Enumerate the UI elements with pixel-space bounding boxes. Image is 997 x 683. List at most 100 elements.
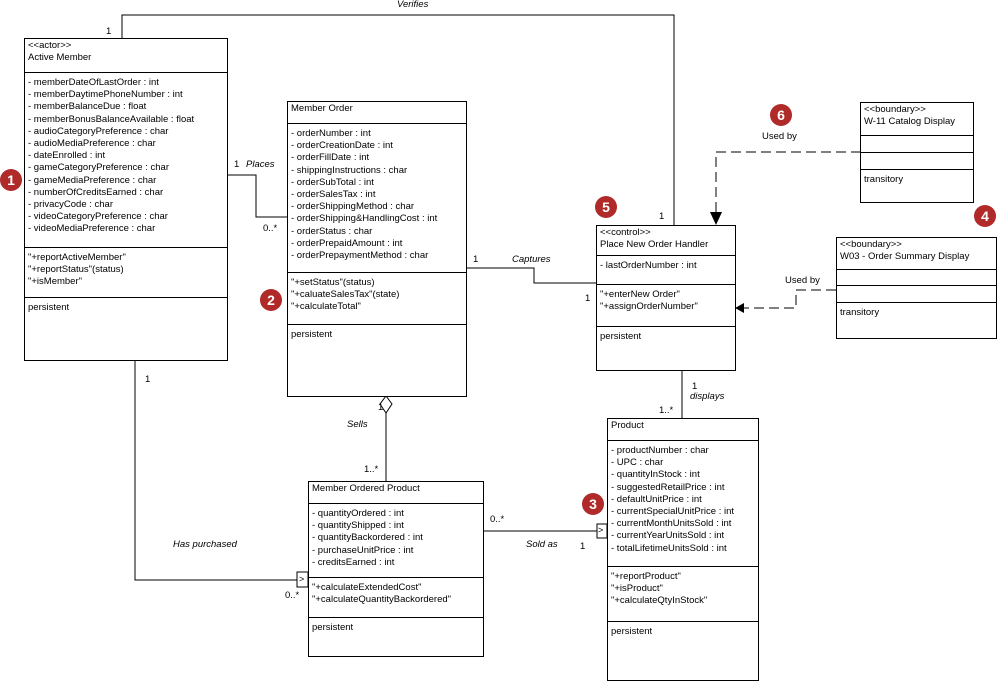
operations-compartment (837, 286, 996, 303)
class-header: Product (608, 419, 758, 441)
operations-compartment: "+enterNew Order""+assignOrderNumber" (597, 285, 735, 327)
class-header: <<actor>> Active Member (25, 39, 227, 73)
operations-compartment: "+reportProduct""+isProduct""+calculateQ… (608, 567, 758, 622)
attribute: - numberOfCreditsEarned : char (28, 186, 164, 198)
persistence-compartment: persistent (25, 298, 227, 314)
persistence-compartment: persistent (597, 327, 735, 343)
persistence: persistent (291, 329, 333, 340)
operation: "+assignOrderNumber" (600, 301, 698, 313)
class-active-member[interactable]: <<actor>> Active Member - memberDateOfLa… (24, 38, 228, 361)
persistence-compartment: transitory (837, 303, 996, 319)
attribute: - videoMediaPreference : char (28, 223, 156, 235)
callout-3: 3 (582, 493, 604, 515)
operation: "+reportStatus"(status) (28, 264, 124, 276)
aggregation-diamond (379, 395, 393, 414)
sold-as-multiplicity-ordered: 0..* (490, 514, 505, 525)
attribute: - audioMediaPreference : char (28, 138, 156, 150)
has-purchased-multiplicity-member: 1 (145, 374, 151, 385)
places-multiplicity-member: 1 (234, 159, 240, 170)
class-header: <<boundary>> W03 - Order Summary Display (837, 238, 996, 270)
sells-multiplicity-order: 1 (378, 402, 384, 413)
used-by-catalog-label: Used by (762, 131, 797, 142)
operation: "+enterNew Order" (600, 289, 680, 300)
attribute: - orderPrepaymentMethod : char (291, 250, 429, 262)
operation: "+calculateTotal" (291, 301, 361, 313)
class-member-order[interactable]: Member Order - orderNumber : int- orderC… (287, 101, 467, 397)
stereotype: <<boundary>> (840, 239, 902, 250)
captures-label: Captures (512, 254, 551, 265)
attributes-compartment: - orderNumber : int- orderCreationDate :… (288, 124, 466, 273)
class-catalog-display[interactable]: <<boundary>> W-11 Catalog Display transi… (860, 102, 974, 203)
class-order-summary-display[interactable]: <<boundary>> W03 - Order Summary Display… (836, 237, 997, 339)
operation: "+calculateQtyInStock" (611, 595, 708, 607)
class-member-ordered-product[interactable]: Member Ordered Product - quantityOrdered… (308, 481, 484, 657)
attributes-compartment (837, 270, 996, 286)
captures-multiplicity-order: 1 (473, 254, 479, 265)
sold-as-multiplicity-product: 1 (580, 541, 586, 552)
attribute: - orderSubTotal : int (291, 176, 374, 188)
stereotype: <<actor>> (28, 40, 72, 51)
operation: "+isMember" (28, 276, 82, 288)
attribute: - gameCategoryPreference : char (28, 162, 169, 174)
persistence: transitory (840, 307, 880, 318)
verifies-line (121, 14, 675, 225)
navigability-arrow-member-ordered-product: > (299, 574, 305, 584)
operation: "+setStatus"(status) (291, 277, 375, 288)
class-name: Place New Order Handler (600, 239, 709, 251)
operation: "+reportActiveMember" (28, 252, 126, 263)
attributes-compartment: - lastOrderNumber : int (597, 256, 735, 285)
class-header: <<control>> Place New Order Handler (597, 226, 735, 256)
attribute: - orderShipping&HandlingCost : int (291, 213, 438, 225)
class-name: Active Member (28, 52, 92, 64)
used-by-summary-arrowhead (735, 303, 744, 313)
attribute: - memberDateOfLastOrder : int (28, 77, 159, 88)
captures-multiplicity-handler: 1 (585, 293, 591, 304)
attribute: - privacyCode : char (28, 199, 114, 211)
class-name: Member Order (291, 103, 353, 114)
callout-6: 6 (770, 104, 792, 126)
persistence: persistent (600, 331, 642, 342)
used-by-summary-label: Used by (785, 275, 820, 286)
attribute: - totalLifetimeUnitsSold : int (611, 542, 727, 554)
persistence: persistent (312, 622, 354, 633)
attribute: - gameMediaPreference : char (28, 174, 157, 186)
attribute: - quantityBackordered : int (312, 532, 423, 544)
attribute: - suggestedRetailPrice : int (611, 481, 725, 493)
attributes-compartment: - productNumber : char- UPC : char- quan… (608, 441, 758, 567)
class-name: Member Ordered Product (312, 483, 420, 494)
verifies-multiplicity-member: 1 (106, 26, 112, 37)
persistence: transitory (864, 174, 904, 185)
used-by-catalog-line (715, 151, 861, 213)
attribute: - orderNumber : int (291, 128, 371, 139)
attribute: - memberBalanceDue : float (28, 101, 147, 113)
attribute: - lastOrderNumber : int (600, 260, 697, 271)
operations-compartment: "+setStatus"(status)"+caluateSalesTax"(s… (288, 273, 466, 325)
captures-line (465, 267, 597, 284)
attribute: - memberDaytimePhoneNumber : int (28, 89, 183, 101)
callout-1: 1 (0, 169, 22, 191)
attribute: - orderFillDate : int (291, 152, 370, 164)
class-name: W-11 Catalog Display (864, 116, 955, 128)
persistence-compartment: persistent (288, 325, 466, 341)
verifies-multiplicity-handler: 1 (659, 211, 665, 222)
attribute: - memberBonusBalanceAvailable : float (28, 113, 195, 125)
class-name: Product (611, 420, 644, 431)
class-place-new-order-handler[interactable]: <<control>> Place New Order Handler - la… (596, 225, 736, 371)
operations-compartment (861, 153, 973, 170)
class-product[interactable]: Product - productNumber : char- UPC : ch… (607, 418, 759, 681)
attribute: - orderCreationDate : int (291, 140, 393, 152)
attribute: - orderShippingMethod : char (291, 201, 415, 213)
persistence: persistent (28, 302, 70, 313)
attribute: - quantityShipped : int (312, 520, 404, 532)
operation: "+calculateExtendedCost" (312, 582, 422, 593)
places-label: Places (246, 159, 275, 170)
used-by-summary-line (742, 289, 836, 309)
attribute: - purchaseUnitPrice : int (312, 544, 414, 556)
persistence-compartment: transitory (861, 170, 973, 186)
persistence-compartment: persistent (608, 622, 758, 638)
persistence: persistent (611, 626, 653, 637)
attribute: - productNumber : char (611, 445, 709, 456)
stereotype: <<boundary>> (864, 104, 926, 115)
attribute: - orderPrepaidAmount : int (291, 237, 403, 249)
